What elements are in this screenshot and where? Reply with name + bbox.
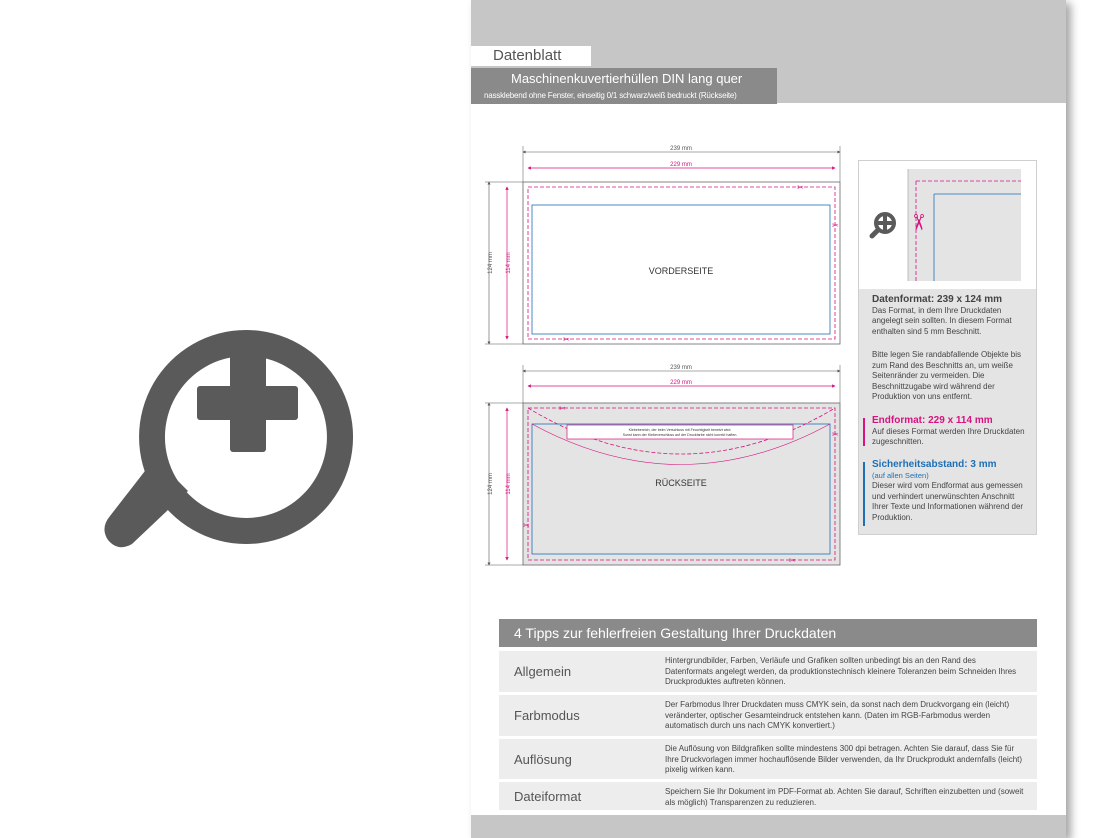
endformat-section: Endformat: 229 x 114 mm Auf dieses Forma… xyxy=(863,415,1032,448)
bleed-hint: Bitte legen Sie randabfallende Objekte b… xyxy=(872,350,1032,403)
flap-note-1: Klebebereich, der beim Verschluss mit Fe… xyxy=(629,428,732,432)
endformat-marker xyxy=(863,418,865,446)
scissors-icon: ✂ xyxy=(832,221,839,230)
sicherheit-title: Sicherheitsabstand: 3 mm xyxy=(872,459,997,470)
datasheet-tab: Datenblatt xyxy=(471,46,591,66)
tip-text: Der Farbmodus Ihrer Druckdaten muss CMYK… xyxy=(665,700,1010,730)
front-width-inner: 229 mm xyxy=(670,162,692,168)
back-height-inner: 114 mm xyxy=(506,473,512,494)
datenformat-text: Das Format, in dem Ihre Druckdaten angel… xyxy=(872,305,1012,336)
front-width-outer: 239 mm xyxy=(670,146,692,152)
footer-band xyxy=(471,815,1066,838)
product-subtitle: nassklebend ohne Fenster, einseitig 0/1 … xyxy=(484,91,737,100)
format-info-panel: ✂ Datenformat: 239 x 124 mm Das Format, … xyxy=(858,160,1037,535)
tip-text: Speichern Sie Ihr Dokument im PDF-Format… xyxy=(665,787,1024,807)
datasheet-page: Datenblatt Maschinenkuvertierhüllen DIN … xyxy=(471,0,1066,838)
scissors-icon: ✂ xyxy=(563,335,570,344)
front-envelope: 239 mm 229 mm 124 mm 114 mm VORDERSEITE … xyxy=(485,146,841,345)
flap-note-2: Sonst kann der Klebeverschluss auf der D… xyxy=(623,433,738,437)
front-height-inner: 114 mm xyxy=(506,252,512,273)
back-height-outer: 124 mm xyxy=(488,473,494,495)
magnifier-icon xyxy=(869,212,896,239)
product-title: Maschinenkuvertierhüllen DIN lang quer xyxy=(511,71,743,86)
zoom-in-icon[interactable] xyxy=(100,290,360,550)
front-label: VORDERSEITE xyxy=(649,266,714,276)
tip-text: Die Auflösung von Bildgrafiken sollte mi… xyxy=(665,744,1023,774)
back-width-inner: 229 mm xyxy=(670,380,692,386)
sicherheit-section: Sicherheitsabstand: 3 mm (auf allen Seit… xyxy=(863,459,1032,526)
tip-row: Dateiformat Speichern Sie Ihr Dokument i… xyxy=(499,782,1037,810)
scissors-icon: ✂ xyxy=(523,521,530,530)
tip-label: Dateiformat xyxy=(514,788,582,804)
back-width-outer: 239 mm xyxy=(670,365,692,371)
corner-detail-preview: ✂ xyxy=(859,161,1036,289)
back-label: RÜCKSEITE xyxy=(655,478,707,488)
endformat-text: Auf dieses Format werden Ihre Druckdaten… xyxy=(872,426,1025,447)
product-title-bar: Maschinenkuvertierhüllen DIN lang quer n… xyxy=(471,68,777,104)
tips-heading: 4 Tipps zur fehlerfreien Gestaltung Ihre… xyxy=(499,619,1037,647)
datenformat-section: Datenformat: 239 x 124 mm Das Format, in… xyxy=(872,294,1032,337)
scissors-icon: ✂ xyxy=(559,404,566,413)
scissors-icon: ✂ xyxy=(797,183,804,192)
tip-row: Allgemein Hintergrundbilder, Farben, Ver… xyxy=(499,651,1037,692)
scissors-icon: ✂ xyxy=(832,430,839,439)
scissors-icon: ✂ xyxy=(906,213,931,231)
sicherheit-text: Dieser wird vom Endformat aus gemessen u… xyxy=(872,481,1024,522)
datenformat-title: Datenformat: 239 x 124 mm xyxy=(872,294,1003,305)
tip-label: Farbmodus xyxy=(514,708,580,723)
scissors-icon: ✂ xyxy=(789,556,796,565)
tip-text: Hintergrundbilder, Farben, Verläufe und … xyxy=(665,656,1017,686)
tip-row: Farbmodus Der Farbmodus Ihrer Druckdaten… xyxy=(499,695,1037,736)
sicherheit-marker xyxy=(863,462,865,526)
back-envelope: 239 mm 229 mm 124 mm 114 mm Klebebereich… xyxy=(485,365,841,566)
endformat-title: Endformat: 229 x 114 mm xyxy=(872,415,993,426)
envelope-diagram: 239 mm 229 mm 124 mm 114 mm VORDERSEITE … xyxy=(485,146,841,566)
front-height-outer: 124 mm xyxy=(488,252,494,274)
tip-label: Allgemein xyxy=(514,664,572,679)
tip-row: Auflösung Die Auflösung von Bildgrafiken… xyxy=(499,739,1037,779)
bleed-hint-text: Bitte legen Sie randabfallende Objekte b… xyxy=(872,350,1021,401)
sicherheit-sub: (auf allen Seiten) xyxy=(872,470,929,480)
tip-label: Auflösung xyxy=(514,751,572,767)
